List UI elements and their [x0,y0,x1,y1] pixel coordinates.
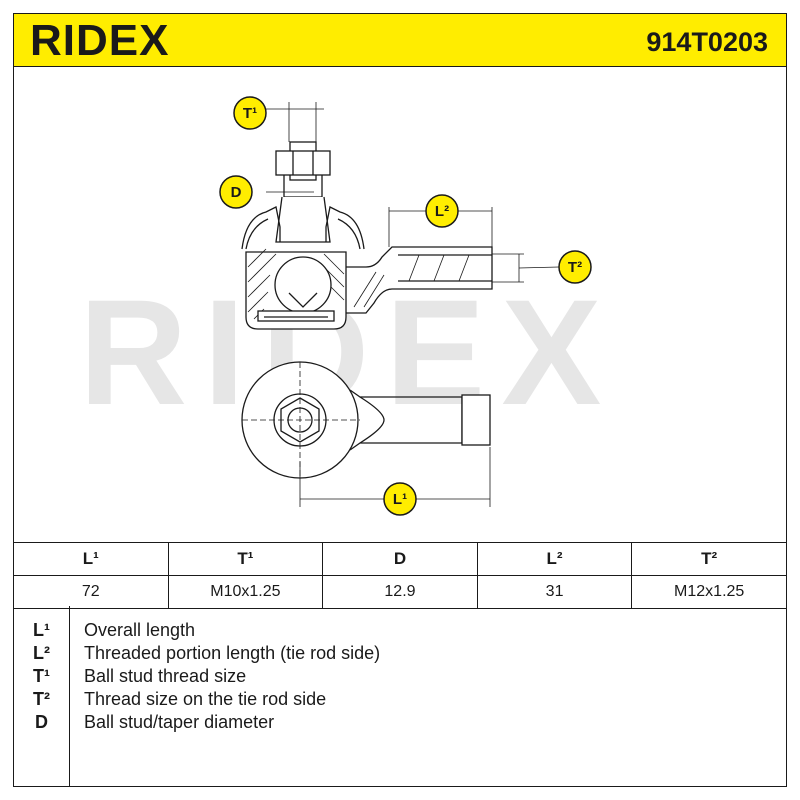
legend-row: L² Threaded portion length (tie rod side… [14,642,786,664]
legend-text: Ball stud thread size [84,666,247,686]
spec-value-l1: 72 [13,575,169,609]
legend-row: D Ball stud/taper diameter [14,711,786,733]
specs-header-row: L¹ T¹ D L² T² [13,542,787,576]
badge-t1-label: T¹ [243,105,257,122]
legend-text: Thread size on the tie rod side [84,689,327,709]
badge-l2: L² [425,194,459,228]
badge-l1-label: L¹ [393,491,407,508]
legend-row: T² Thread size on the tie rod side [14,688,786,710]
legend-text: Threaded portion length (tie rod side) [84,643,381,663]
legend-text: Overall length [84,620,196,640]
specs-value-row: 72 M10x1.25 12.9 31 M12x1.25 [13,575,787,609]
legend: L¹ Overall length L² Threaded portion le… [13,606,787,787]
legend-key: L² [33,643,50,663]
badge-d-label: D [231,184,242,201]
header-bar: RIDEX 914T0203 [13,13,787,67]
legend-divider [69,606,70,786]
spec-value-d: 12.9 [322,575,478,609]
badge-l1: L¹ [383,482,417,516]
legend-row: L¹ Overall length [14,619,786,641]
spec-header-t1: T¹ [167,542,324,576]
spec-header-l2: L² [476,542,633,576]
legend-key: T² [33,689,50,709]
spec-value-t1: M10x1.25 [167,575,324,609]
tie-rod-end-drawing: T¹ D L² T² L¹ [219,96,592,516]
badge-t1: T¹ [233,96,267,130]
legend-key: L¹ [33,620,50,640]
part-number: 914T0203 [646,27,768,57]
spec-header-t2: T² [631,542,787,576]
spec-value-l2: 31 [476,575,633,609]
brand-logo: RIDEX [30,16,170,65]
legend-key: T¹ [33,666,50,686]
specs-table: L¹ T¹ D L² T² 72 M10x1.25 12.9 31 M12x1.… [13,542,787,609]
spec-value-t2: M12x1.25 [631,575,787,609]
badge-t2-label: T² [568,259,582,276]
legend-text: Ball stud/taper diameter [84,712,275,732]
legend-key: D [35,712,48,732]
spec-header-l1: L¹ [13,542,169,576]
badge-l2-label: L² [435,203,449,220]
technical-drawing: RIDEX [13,67,787,542]
spec-header-d: D [322,542,478,576]
badge-d: D [219,175,253,209]
legend-row: T¹ Ball stud thread size [14,665,786,687]
badge-t2: T² [558,250,592,284]
